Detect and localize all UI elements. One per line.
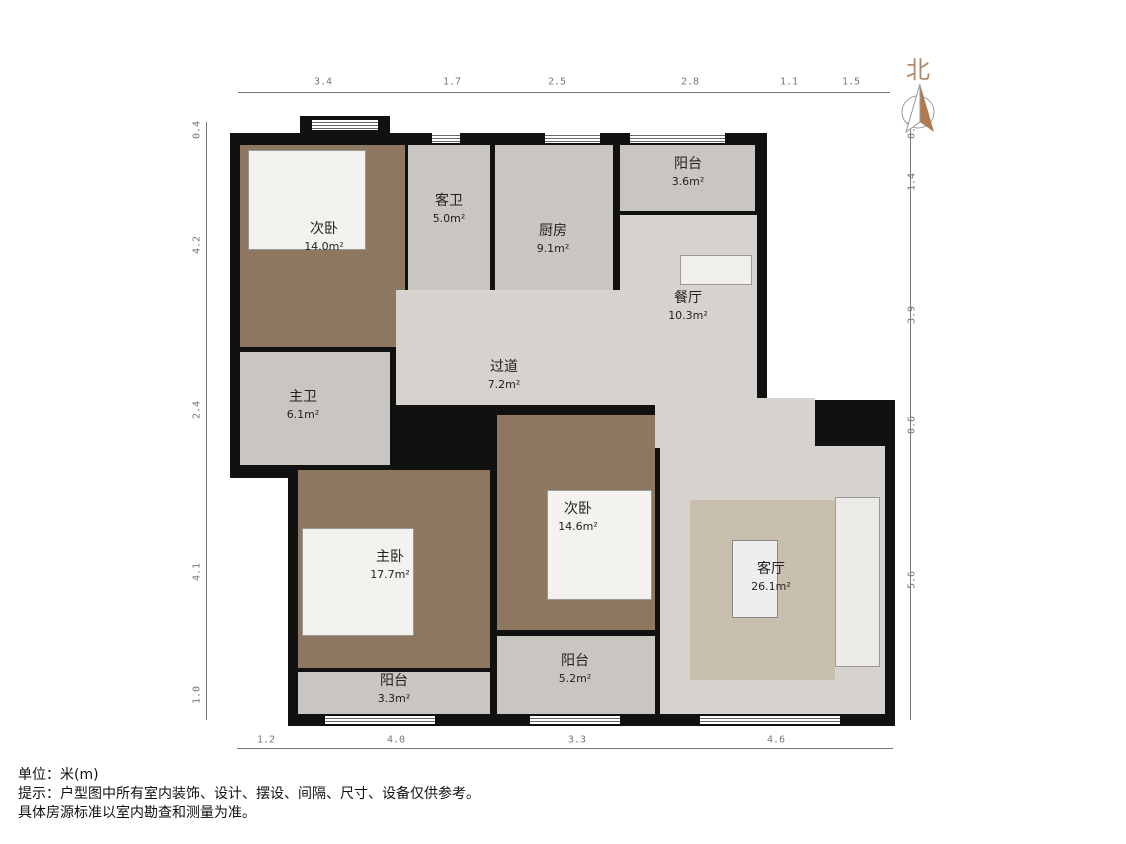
- left-dim-1: 0.4: [191, 120, 203, 140]
- room-hallway-ext: [655, 398, 815, 448]
- window: [530, 716, 620, 724]
- coffee-table: [732, 540, 778, 618]
- right-dim-3: 3.9: [906, 305, 918, 325]
- top-dimension-line: [238, 92, 890, 93]
- window: [432, 133, 460, 143]
- hint-note: 提示：户型图中所有室内装饰、设计、摆设、间隔、尺寸、设备仅供参考。: [18, 786, 480, 802]
- top-dim-6: 1.5: [841, 76, 861, 88]
- window: [700, 716, 840, 724]
- sofa: [835, 497, 880, 667]
- bottom-dim-4: 4.6: [766, 734, 786, 746]
- bottom-dim-2: 4.0: [386, 734, 406, 746]
- top-dim-4: 2.8: [680, 76, 700, 88]
- window: [312, 120, 378, 130]
- compass-icon: [901, 83, 935, 134]
- room-balcony-north: [620, 145, 755, 211]
- room-hallway: [396, 290, 658, 405]
- room-balcony-south: [497, 636, 655, 714]
- window: [325, 716, 435, 724]
- room-balcony-southwest: [298, 672, 490, 714]
- top-dim-1: 3.4: [313, 76, 333, 88]
- left-dim-2: 4.2: [191, 235, 203, 255]
- bottom-dim-3: 3.3: [567, 734, 587, 746]
- room-master-bathroom: [240, 352, 390, 465]
- dining-table: [680, 255, 752, 285]
- bed: [248, 150, 366, 250]
- bottom-dim-1: 1.2: [256, 734, 276, 746]
- bottom-dimension-line: [237, 748, 893, 749]
- left-dim-3: 2.4: [191, 400, 203, 420]
- right-dim-2: 1.4: [906, 172, 918, 192]
- top-dim-3: 2.5: [547, 76, 567, 88]
- left-dim-5: 1.0: [191, 685, 203, 705]
- right-dim-4: 0.6: [906, 415, 918, 435]
- right-dimension-line: [910, 122, 911, 720]
- notes: 单位：米(m) 提示：户型图中所有室内装饰、设计、摆设、间隔、尺寸、设备仅供参考…: [18, 766, 480, 823]
- north-label: 北: [906, 56, 930, 84]
- unit-note: 单位：米(m): [18, 767, 99, 783]
- room-guest-bathroom: [408, 145, 490, 290]
- window: [545, 133, 600, 143]
- left-dimension-line: [206, 122, 207, 720]
- left-dim-4: 4.1: [191, 562, 203, 582]
- bed: [302, 528, 414, 636]
- bed: [547, 490, 652, 600]
- top-dim-5: 1.1: [779, 76, 799, 88]
- disclaimer-note: 具体房源标准以室内勘查和测量为准。: [18, 805, 256, 821]
- right-dim-5: 5.6: [906, 570, 918, 590]
- top-dim-2: 1.7: [442, 76, 462, 88]
- window: [630, 133, 725, 143]
